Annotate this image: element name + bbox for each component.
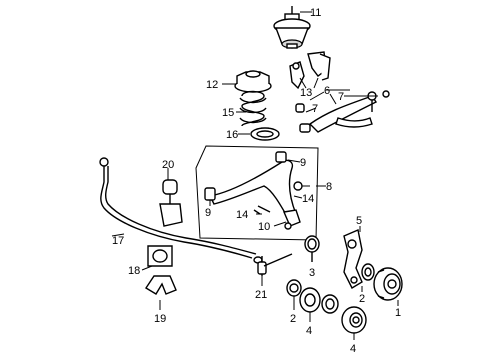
part-seal-lower	[286, 279, 302, 297]
part-hub-assembly	[373, 267, 403, 301]
callout-20: 20	[162, 159, 174, 171]
part-upper-control-arm	[295, 90, 390, 133]
part-bearing-lower	[299, 287, 321, 313]
callout-5: 5	[356, 215, 362, 227]
callout-3: 3	[309, 267, 315, 279]
part-stabilizer-link	[257, 253, 293, 276]
part-bearing-mid	[321, 294, 339, 314]
callout-10: 10	[258, 221, 270, 233]
callout-4-left: 4	[306, 325, 312, 337]
part-seal-right	[361, 263, 375, 281]
callout-9-lower: 9	[205, 207, 211, 219]
callout-16: 16	[226, 129, 238, 141]
callout-2-left: 2	[290, 313, 296, 325]
callout-14-right: 14	[302, 193, 314, 205]
callout-13: 13	[300, 87, 312, 99]
part-bumper	[304, 235, 320, 262]
callout-14-left: 14	[236, 209, 248, 221]
part-stabilizer-bushing	[147, 245, 173, 267]
part-spring-stack	[234, 70, 280, 141]
callout-7-right: 7	[338, 91, 344, 103]
callout-21: 21	[255, 289, 267, 301]
part-shock-absorber	[273, 6, 311, 49]
callout-4-bottom: 4	[350, 343, 356, 355]
part-steering-knuckle	[343, 229, 363, 289]
part-rotor-hub	[341, 306, 367, 334]
callout-9-upper: 9	[300, 157, 306, 169]
callout-6: 6	[324, 85, 330, 97]
part-lower-control-arm-box	[195, 145, 319, 241]
part-stabilizer-link-upper	[159, 179, 183, 227]
callout-2-right: 2	[359, 293, 365, 305]
callout-8: 8	[326, 181, 332, 193]
callout-11: 11	[310, 7, 321, 19]
callout-19: 19	[154, 313, 166, 325]
callout-7-left: 7	[312, 103, 318, 115]
part-stabilizer-bracket	[145, 275, 177, 295]
callout-17: 17	[112, 235, 124, 247]
callout-12: 12	[206, 79, 218, 91]
callout-15: 15	[222, 107, 234, 119]
callout-1: 1	[395, 307, 401, 319]
part-bracket	[289, 51, 331, 90]
callout-18: 18	[128, 265, 140, 277]
